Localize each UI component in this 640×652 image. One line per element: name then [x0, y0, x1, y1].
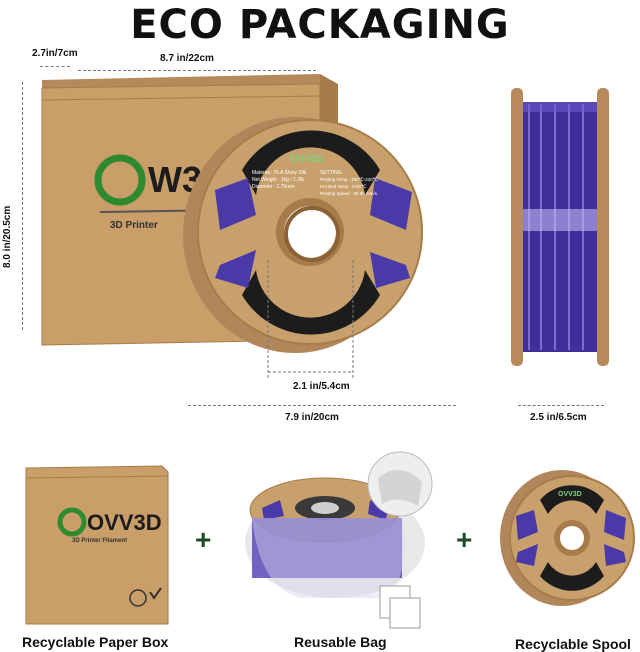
box-logo-text: OVV3D: [87, 510, 162, 535]
box-depth-label: 2.7in/7cm: [32, 48, 78, 59]
spool-label-print-temp: Printing Temp : 190℃-220℃: [320, 177, 379, 182]
spool-diameter-label: 7.9 in/20cm: [285, 412, 339, 423]
caption-bag: Reusable Bag: [294, 634, 387, 650]
spool-width-label: 2.5 in/6.5cm: [530, 412, 587, 423]
reusable-bag: [245, 451, 433, 629]
box-height-label: 8.0 in/20.5cm: [2, 205, 13, 268]
plus-sign-2: +: [456, 524, 473, 555]
small-spool-brand: OVV3D: [558, 491, 582, 498]
spool-width-line: [518, 405, 604, 406]
hub-diameter-label: 2.1 in/5.4cm: [293, 381, 350, 392]
caption-spool: Recyclable Spool: [515, 636, 631, 652]
recyclable-paper-box: [25, 465, 169, 625]
spool-label-weight: Net Weight : 1kg / 2.2lb: [252, 177, 304, 183]
caption-paper-box: Recyclable Paper Box: [22, 634, 169, 650]
box-and-spool-illustration: W3 OVV3D Material : PLA Shiny Silk Net W…: [41, 74, 423, 378]
box-width-label: 8.7 in/22cm: [160, 53, 214, 64]
spool-label-bed-temp: Hot Bed Temp : 0-60℃: [320, 184, 367, 189]
spool-diameter-line: [188, 405, 456, 406]
recyclable-spool: OVV3D: [500, 470, 635, 606]
spool-side-view: [511, 88, 609, 366]
spool-front: [183, 117, 423, 353]
box-height-line: [22, 82, 23, 330]
plus-sign-1: +: [195, 524, 212, 555]
spool-label-material: Material : PLA Shiny Silk: [252, 170, 307, 176]
box-depth-line: [40, 66, 70, 67]
box-logo-tagline: 3D Printer Filament: [72, 538, 128, 544]
spool-label-diameter: Diameter : 1.75mm: [252, 184, 295, 190]
box-tagline: 3D Printer: [110, 220, 158, 231]
spool-label-brand: OVV3D: [290, 154, 324, 165]
box-width-line: [78, 70, 316, 71]
page-title: ECO PACKAGING: [130, 2, 510, 48]
spool-label-setting: SETTING: [320, 170, 342, 176]
spool-label-speed: Printing Speed : 30-90 mm/s: [320, 191, 378, 196]
